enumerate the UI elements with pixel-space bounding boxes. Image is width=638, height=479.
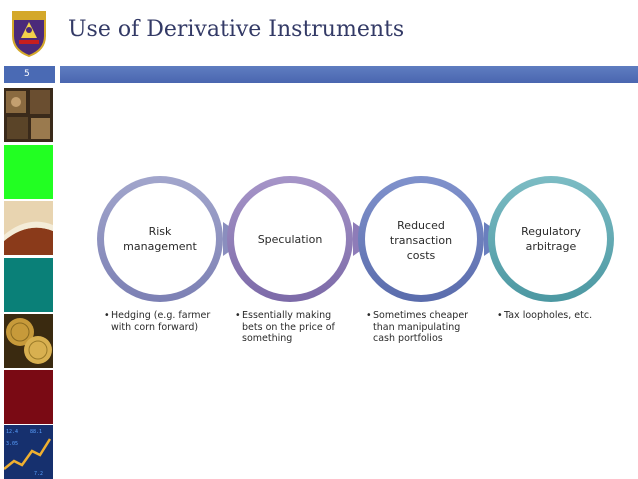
svg-text:12.4: 12.4 — [6, 429, 18, 435]
node-ring-regulatory-arbitrage — [488, 176, 614, 302]
bullet-speculation: •Essentially making bets on the price of… — [235, 310, 343, 345]
node-label-line: Reduced — [397, 219, 445, 232]
header-bar — [60, 66, 638, 83]
photo-tile-antiques — [4, 88, 53, 142]
node-label-line: arbitrage — [525, 240, 577, 253]
node-ring-speculation — [227, 176, 353, 302]
bullet-text: Essentially making bets on the price of … — [242, 310, 335, 344]
color-tile-teal — [4, 258, 53, 312]
node-label-line: costs — [406, 249, 436, 262]
slide-number: 5 — [4, 66, 55, 83]
node-label-line: transaction — [389, 234, 453, 247]
node-ring-risk-management — [97, 176, 223, 302]
svg-text:7.2: 7.2 — [34, 471, 43, 477]
photo-tile-book — [4, 201, 53, 255]
node-label-reduced-transaction-costs: Reduced transaction costs — [373, 218, 469, 263]
svg-text:88.1: 88.1 — [30, 429, 42, 435]
svg-text:3.05: 3.05 — [6, 441, 18, 447]
color-tile-green — [4, 145, 53, 199]
node-label-line: Regulatory — [521, 225, 581, 238]
slide-title: Use of Derivative Instruments — [68, 17, 405, 42]
node-label-regulatory-arbitrage: Regulatory arbitrage — [503, 224, 599, 254]
bullet-reduced-transaction-costs: •Sometimes cheaper than manipulating cas… — [366, 310, 478, 345]
color-tile-maroon — [4, 370, 53, 424]
university-crest-icon — [12, 11, 46, 58]
node-label-line: management — [123, 240, 197, 253]
bullet-regulatory-arbitrage: •Tax loopholes, etc. — [497, 310, 617, 322]
photo-tile-stock-chart: 12.4 88.1 3.05 7.2 — [4, 425, 53, 479]
bullet-risk-management: •Hedging (e.g. farmer with corn forward) — [104, 310, 220, 333]
photo-tile-coins — [4, 314, 53, 368]
node-label-risk-management: Risk management — [112, 224, 208, 254]
node-label-line: Risk — [148, 225, 172, 238]
bullet-text: Tax loopholes, etc. — [504, 310, 593, 321]
node-ring-reduced-transaction-costs — [358, 176, 484, 302]
node-label-speculation: Speculation — [242, 232, 338, 247]
bullet-text: Sometimes cheaper than manipulating cash… — [373, 310, 469, 344]
bullet-text: Hedging (e.g. farmer with corn forward) — [111, 310, 211, 333]
node-label-line: Speculation — [257, 233, 323, 246]
